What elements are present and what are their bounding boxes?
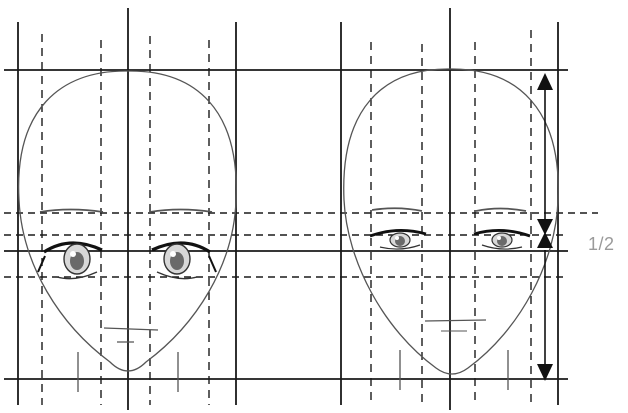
left-right-brow	[150, 210, 212, 213]
right-mouth	[425, 320, 486, 321]
solid-horizontal-guides	[4, 70, 568, 379]
left-right-eye	[152, 243, 216, 279]
right-left-brow	[372, 208, 422, 211]
right-right-brow	[476, 209, 526, 212]
left-left-brow	[40, 210, 103, 213]
left-face-verticals	[18, 8, 236, 410]
right-head-outline	[344, 69, 559, 374]
left-nose	[104, 328, 158, 330]
upper-arrow-head-top	[537, 73, 553, 90]
left-left-eye	[38, 243, 102, 279]
right-face-sketch	[344, 69, 559, 390]
measurement-arrows	[537, 73, 553, 381]
right-right-eye	[474, 230, 530, 249]
right-left-eye	[370, 230, 426, 249]
ratio-label: 1/2	[588, 234, 615, 255]
